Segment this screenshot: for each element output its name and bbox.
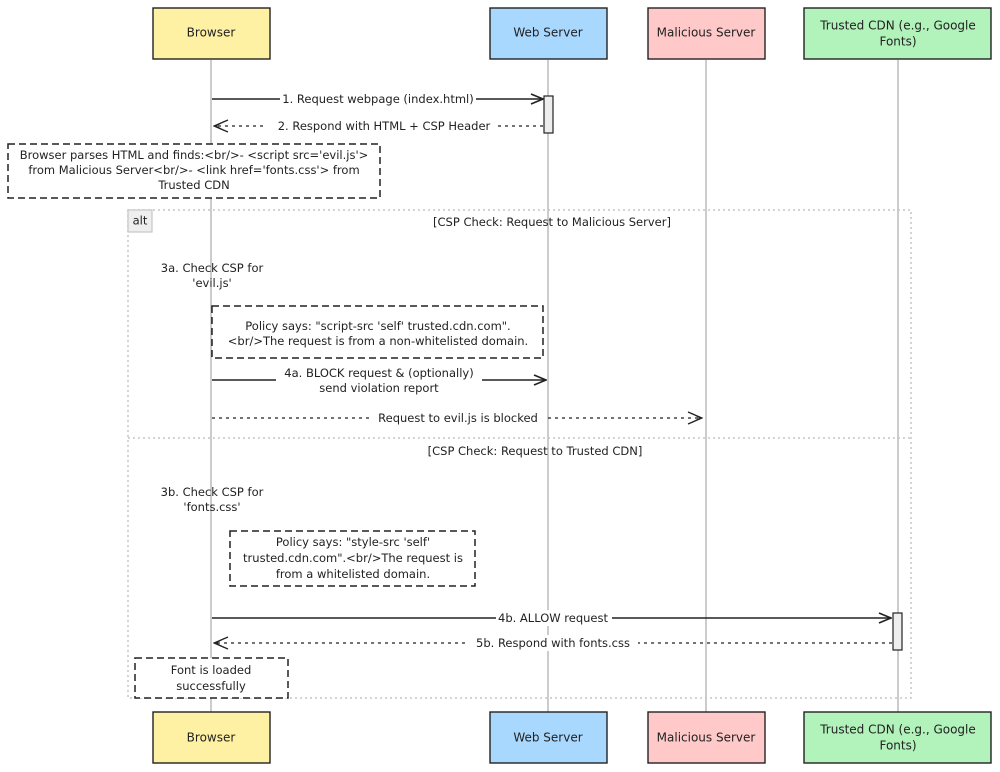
actor-web-server-top[interactable]: Web Server xyxy=(489,7,608,60)
actor-label: Malicious Server xyxy=(657,26,756,40)
message-label: 5b. Respond with fonts.css xyxy=(476,636,630,650)
actor-label: Browser xyxy=(187,26,236,40)
actor-browser-bottom[interactable]: Browser xyxy=(152,711,271,764)
message-label: 3b. Check CSP for xyxy=(161,485,264,499)
note-line: Policy says: "script-src 'self' trusted.… xyxy=(245,319,510,333)
message-label: 2. Respond with HTML + CSP Header xyxy=(278,119,491,133)
note-line: successfully xyxy=(176,679,246,693)
alt-frame: alt [CSP Check: Request to Malicious Ser… xyxy=(127,209,912,699)
actor-label: Trusted CDN (e.g., Google xyxy=(819,723,976,737)
actor-label: Web Server xyxy=(513,731,582,745)
message-blocked: Request to evil.js is blocked xyxy=(212,410,702,426)
note-policy-script: Policy says: "script-src 'self' trusted.… xyxy=(211,305,544,359)
message-label: 4b. ALLOW request xyxy=(498,611,608,625)
actor-label: Malicious Server xyxy=(657,731,756,745)
actor-label: Trusted CDN (e.g., Google xyxy=(819,19,976,33)
note-font-loaded: Font is loaded successfully xyxy=(134,657,289,699)
actor-label: Web Server xyxy=(513,26,582,40)
alt-condition-2: [CSP Check: Request to Trusted CDN] xyxy=(428,444,643,458)
actor-malicious-server-top[interactable]: Malicious Server xyxy=(647,7,766,60)
note-line: Trusted CDN xyxy=(157,178,229,192)
self-message-3a: 3a. Check CSP for 'evil.js' xyxy=(161,261,264,290)
note-line: Font is loaded xyxy=(171,663,252,677)
message-4a: 4a. BLOCK request & (optionally) send vi… xyxy=(212,366,546,396)
note-line: trusted.cdn.com".<br/>The request is xyxy=(243,551,463,565)
note-line: from a whitelisted domain. xyxy=(276,567,430,581)
message-label: send violation report xyxy=(319,381,439,395)
note-line: <br/>The request is from a non-whitelist… xyxy=(228,334,528,348)
web-server-activation xyxy=(543,95,554,134)
note-line: Policy says: "style-src 'self' xyxy=(276,535,430,549)
trusted-cdn-activation xyxy=(892,612,903,651)
message-label: Request to evil.js is blocked xyxy=(378,411,538,425)
alt-condition-1: [CSP Check: Request to Malicious Server] xyxy=(433,215,671,229)
message-label: 'evil.js' xyxy=(192,276,231,290)
message-label: 'fonts.css' xyxy=(183,500,240,514)
actor-label: Browser xyxy=(187,731,236,745)
message-2: 2. Respond with HTML + CSP Header xyxy=(214,118,543,134)
self-message-3b: 3b. Check CSP for 'fonts.css' xyxy=(161,485,264,514)
message-label: 1. Request webpage (index.html) xyxy=(282,92,473,106)
alt-frame-label: alt xyxy=(133,214,148,228)
actor-label: Fonts) xyxy=(879,35,916,49)
note-line: Browser parses HTML and finds:<br/>- <sc… xyxy=(20,148,369,162)
message-1: 1. Request webpage (index.html) xyxy=(212,91,543,107)
message-5b: 5b. Respond with fonts.css xyxy=(214,635,892,651)
actor-label: Fonts) xyxy=(879,739,916,753)
actor-trusted-cdn-top[interactable]: Trusted CDN (e.g., Google Fonts) xyxy=(803,7,992,60)
note-line: from Malicious Server<br/>- <link href='… xyxy=(28,163,359,177)
message-label: 4a. BLOCK request & (optionally) xyxy=(284,366,473,380)
note-parse-html: Browser parses HTML and finds:<br/>- <sc… xyxy=(7,143,381,199)
actor-malicious-server-bottom[interactable]: Malicious Server xyxy=(647,711,766,764)
note-policy-style: Policy says: "style-src 'self' trusted.c… xyxy=(229,530,476,587)
actor-web-server-bottom[interactable]: Web Server xyxy=(489,711,608,764)
message-label: 3a. Check CSP for xyxy=(161,261,264,275)
message-4b: 4b. ALLOW request xyxy=(212,610,891,626)
actor-trusted-cdn-bottom[interactable]: Trusted CDN (e.g., Google Fonts) xyxy=(803,711,992,764)
actor-browser-top[interactable]: Browser xyxy=(152,7,271,60)
